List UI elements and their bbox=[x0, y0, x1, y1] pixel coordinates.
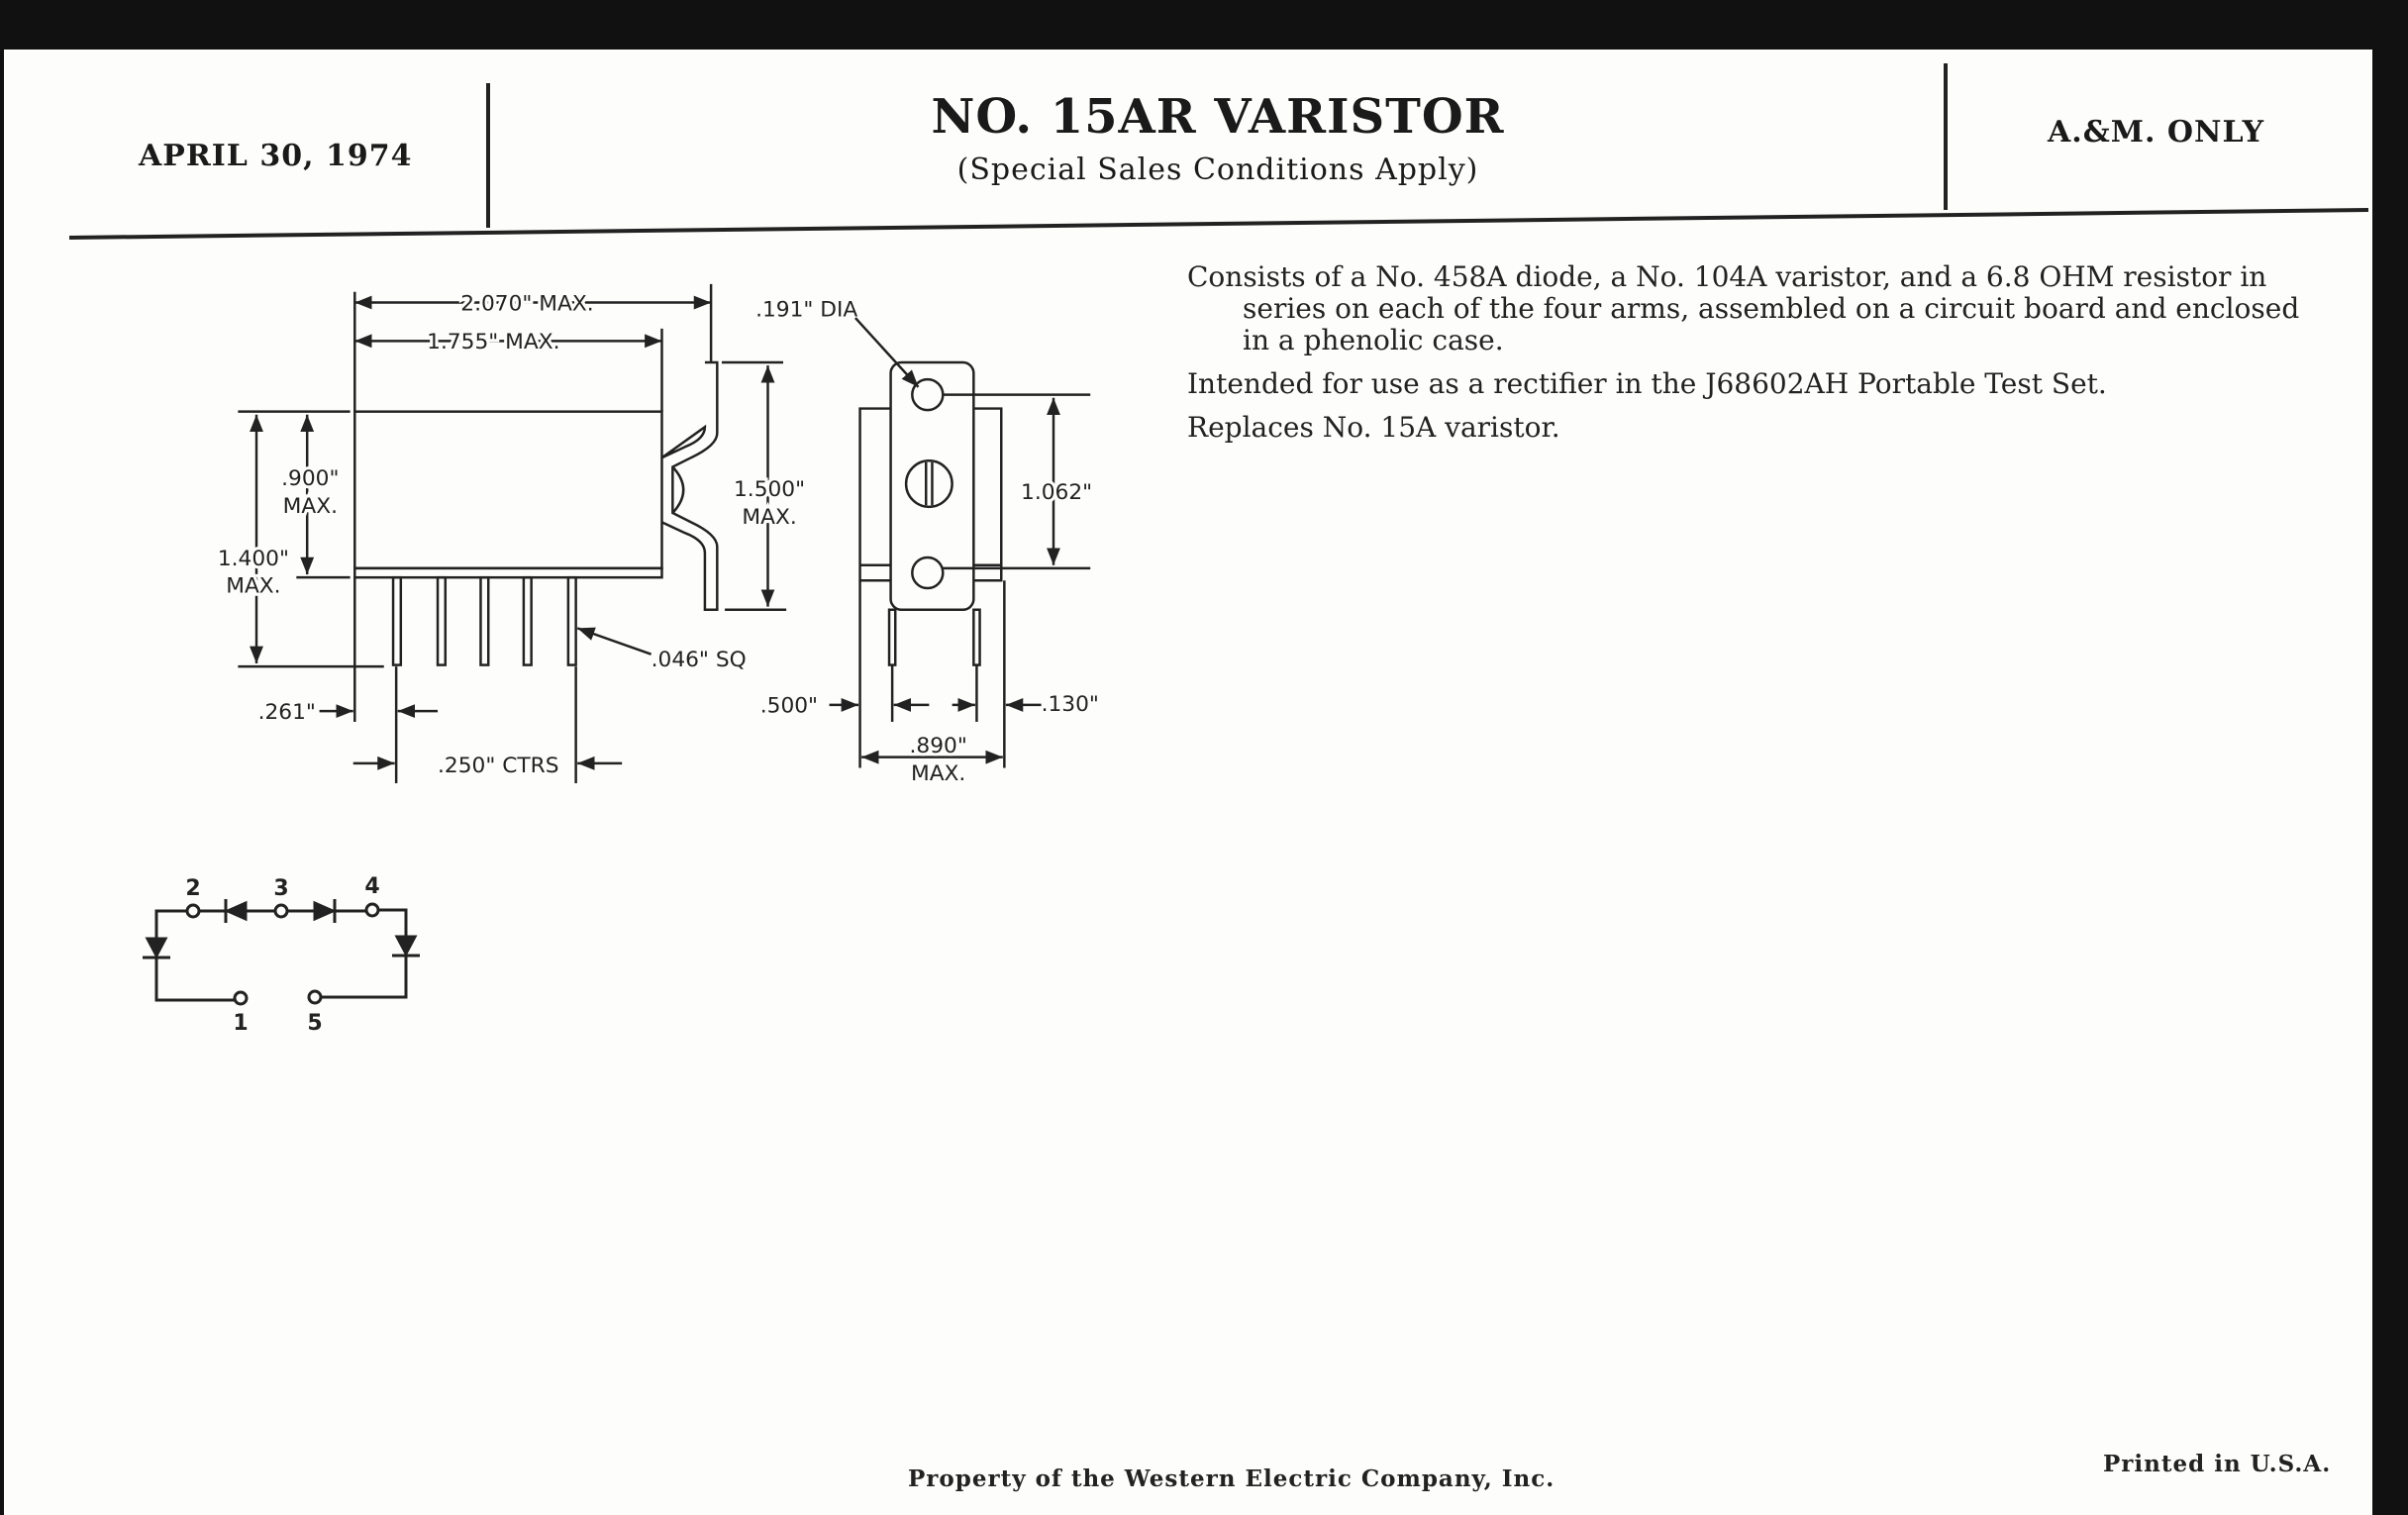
terminal-label: 4 bbox=[364, 874, 379, 899]
terminal-label: 5 bbox=[307, 1011, 322, 1036]
dim-body-length: 1.755" MAX. bbox=[427, 330, 559, 354]
dim-pin-centers: .250" CTRS bbox=[438, 754, 558, 778]
dim-body-height: .900" bbox=[281, 466, 339, 491]
dome bbox=[671, 465, 685, 514]
page-subtitle: (Special Sales Conditions Apply) bbox=[956, 152, 1479, 187]
restriction-label: A.&M. ONLY bbox=[2048, 115, 2265, 150]
dim-pin-offset: .261" bbox=[258, 700, 316, 725]
page-title: NO. 15AR VARISTOR bbox=[931, 89, 1505, 145]
issue-date: APRIL 30, 1974 bbox=[139, 139, 413, 173]
dim-bracket-height-max: MAX. bbox=[742, 505, 796, 530]
dim-hole-spacing: 1.062" bbox=[1021, 480, 1092, 505]
screw-icon bbox=[904, 459, 953, 509]
header-rule bbox=[68, 208, 2369, 240]
terminal-label: 2 bbox=[185, 876, 200, 901]
spec-sheet-page bbox=[4, 50, 2372, 1515]
dim-hole-dia: .191" DIA bbox=[755, 298, 857, 323]
mounting-bracket bbox=[660, 360, 719, 611]
dim-body-height-max: MAX. bbox=[283, 494, 338, 519]
description-paragraph: Intended for use as a rectifier in the J… bbox=[1187, 367, 2107, 400]
description: Consists of a No. 458A diode, a No. 104A… bbox=[1187, 261, 2326, 455]
description-paragraph: Replaces No. 15A varistor. bbox=[1187, 411, 1560, 444]
terminal-icons bbox=[185, 902, 380, 1006]
dim-overall-length: 2.070" MAX. bbox=[460, 291, 593, 316]
dim-pin-size: .046" SQ bbox=[652, 648, 747, 672]
case-body bbox=[353, 410, 663, 570]
dim-end-pin-spacing: .500" bbox=[760, 694, 818, 719]
footer-property: Property of the Western Electric Company… bbox=[908, 1465, 1555, 1492]
diode-icon bbox=[143, 899, 420, 960]
terminal-label: 1 bbox=[233, 1011, 248, 1036]
dim-overall-height-max: MAX. bbox=[226, 574, 280, 599]
terminal-label: 3 bbox=[273, 876, 288, 901]
dim-end-width-max: MAX. bbox=[911, 761, 965, 786]
mounting-hole bbox=[911, 556, 945, 590]
dim-bracket-height: 1.500" bbox=[734, 477, 805, 502]
dim-end-pin-offset: .130" bbox=[1042, 692, 1099, 717]
footer-printed: Printed in U.S.A. bbox=[2103, 1451, 2332, 1477]
dim-end-width: .890" bbox=[910, 734, 967, 758]
circuit-schematic bbox=[143, 899, 420, 1006]
case-base bbox=[353, 566, 663, 579]
outline-drawing bbox=[238, 283, 1091, 784]
dim-overall-height: 1.400" bbox=[218, 547, 289, 571]
description-paragraph: Consists of a No. 458A diode, a No. 104A… bbox=[1187, 260, 2300, 356]
pins bbox=[391, 575, 577, 666]
